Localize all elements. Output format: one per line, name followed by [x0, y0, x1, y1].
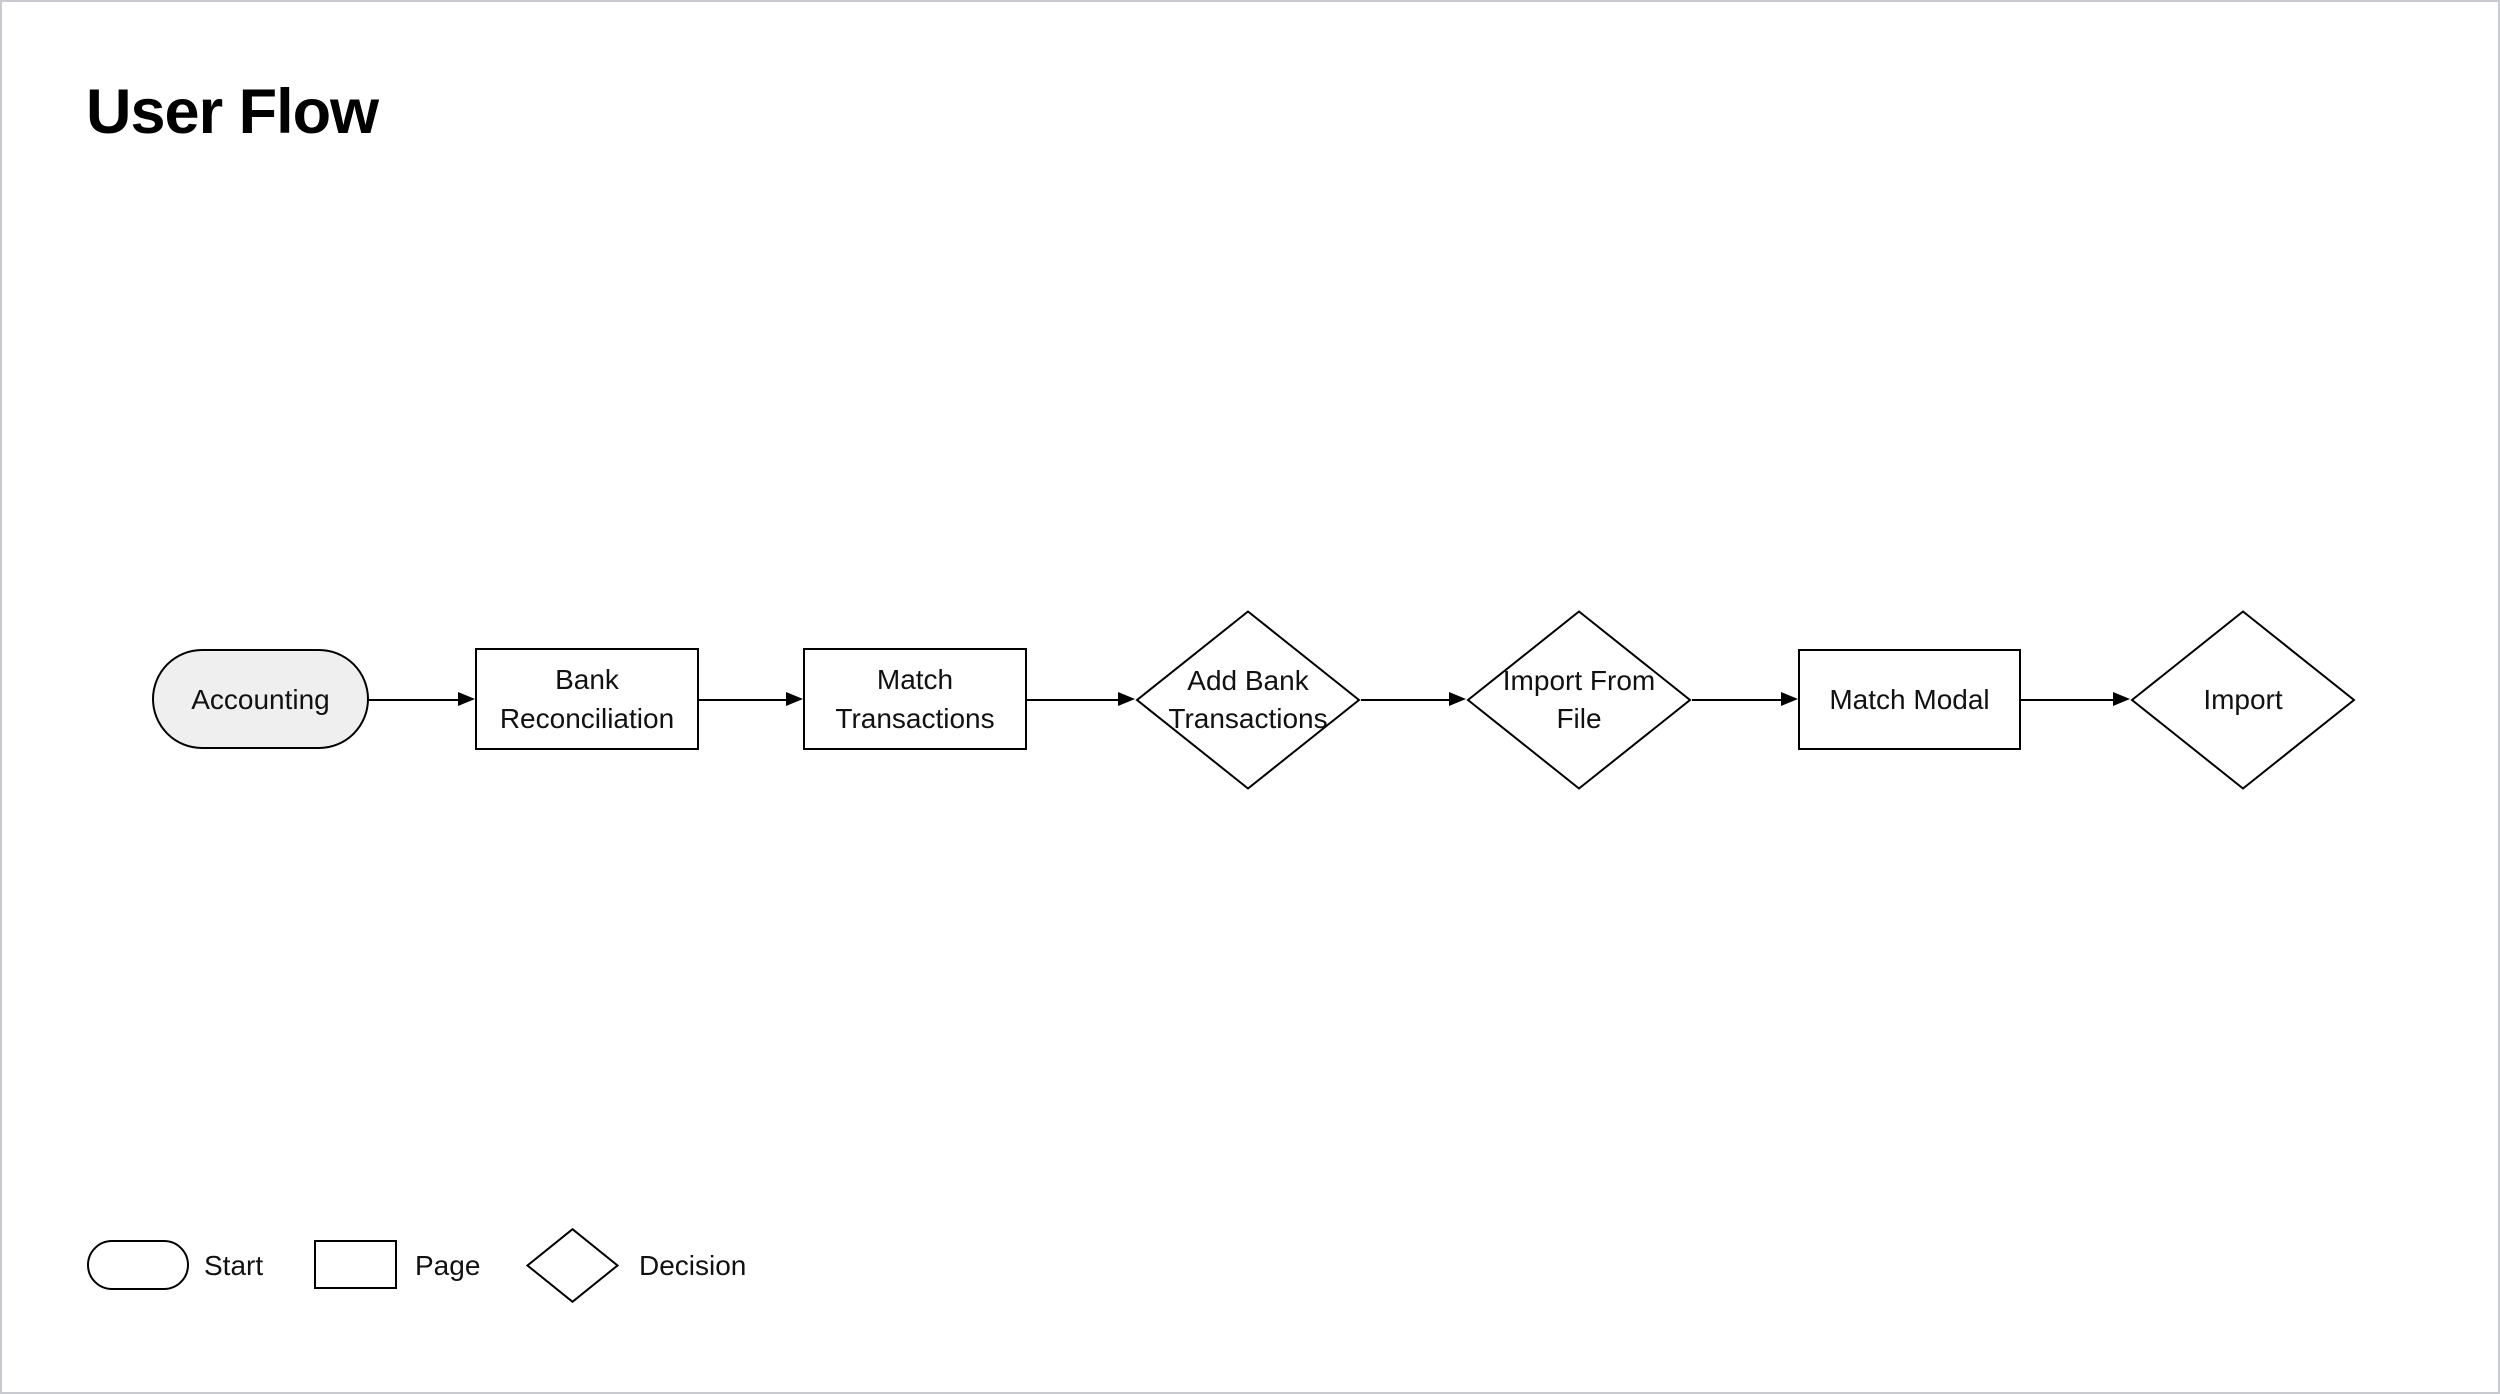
flow-node-import-from-file: Import From File — [1466, 610, 1692, 790]
legend-start-shape-icon — [87, 1240, 189, 1290]
node-label: Accounting — [191, 683, 330, 715]
arrow-line — [1692, 698, 1786, 701]
page-title: User Flow — [86, 77, 379, 147]
arrow-head-icon — [1781, 692, 1798, 706]
flow-node-match-modal: Match Modal — [1798, 649, 2021, 750]
arrow-head-icon — [458, 692, 475, 706]
node-label: Match Modal — [1829, 684, 1990, 715]
connector-arrow — [2021, 692, 2130, 707]
flow-node-accounting: Accounting — [152, 649, 369, 749]
node-label: Bank Reconciliation — [499, 664, 675, 734]
legend-label-decision: Decision — [639, 1250, 747, 1281]
flow-node-match-transactions: Match Transactions — [803, 648, 1027, 750]
node-label: Add Bank Transactions — [1168, 665, 1328, 734]
legend-label-page: Page — [415, 1250, 481, 1281]
node-label: Import From File — [1502, 665, 1656, 734]
arrow-head-icon — [2113, 692, 2130, 706]
flow-node-bank-reconciliation: Bank Reconciliation — [475, 648, 699, 750]
connector-arrow — [369, 692, 475, 707]
diamond-shape-icon — [1135, 610, 1361, 790]
flow-node-add-bank-transactions: Add Bank Transactions — [1135, 610, 1361, 790]
arrow-head-icon — [786, 692, 803, 706]
node-label: Import — [2203, 684, 2283, 715]
arrow-line — [699, 698, 791, 701]
connector-arrow — [1027, 692, 1135, 707]
connector-arrow — [1692, 692, 1798, 707]
legend-page-shape-icon — [314, 1240, 397, 1289]
arrow-line — [369, 698, 463, 701]
diamond-shape-icon — [1466, 610, 1692, 790]
arrow-line — [1027, 698, 1123, 701]
arrow-head-icon — [1118, 692, 1135, 706]
legend-decision-shape-icon — [526, 1228, 619, 1303]
arrow-head-icon — [1449, 692, 1466, 706]
flow-node-import: Import — [2130, 610, 2356, 790]
diamond-shape-icon — [2130, 610, 2356, 790]
arrow-line — [2021, 698, 2118, 701]
connector-arrow — [699, 692, 803, 707]
legend-label-start: Start — [204, 1250, 264, 1281]
connector-arrow — [1361, 692, 1466, 707]
node-label: Match Transactions — [835, 664, 995, 734]
arrow-line — [1361, 698, 1454, 701]
